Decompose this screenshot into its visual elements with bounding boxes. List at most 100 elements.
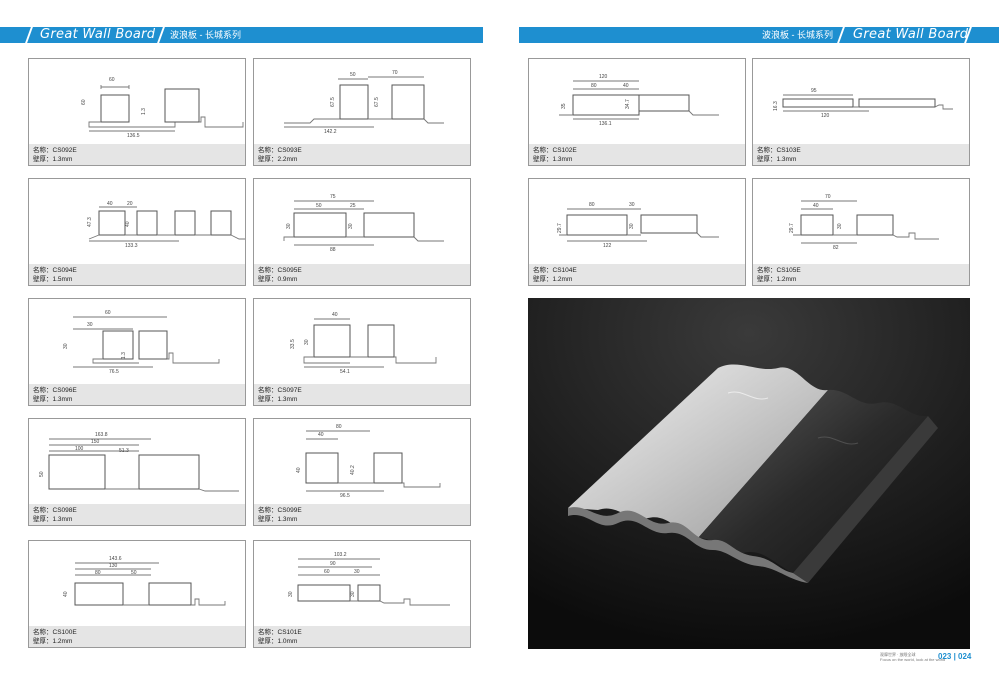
- product-panel-cs096e: 60 30 30 1.3 76.5 名称：CS096E 壁厚：1.3mm: [28, 298, 246, 406]
- dim-label: 88: [330, 247, 336, 253]
- dim-label: 130: [109, 563, 118, 569]
- dim-label: 40: [332, 312, 338, 318]
- product-panel-cs104e: 80 30 29.7 30 122 名称：CS104E 壁厚：1.2mm: [528, 178, 746, 286]
- product-panel-cs099e: 80 40 40 40.2 96.5 名称：CS099E 壁厚：1.3mm: [253, 418, 471, 526]
- product-thickness: 壁厚：1.0mm: [258, 638, 298, 645]
- product-panel-cs101e: 103.2 90 60 30 30 30 名称：CS101E 壁厚：1.0mm: [253, 540, 471, 648]
- product-thickness: 壁厚：1.3mm: [33, 396, 73, 403]
- product-thickness: 壁厚：1.3mm: [258, 516, 298, 523]
- dim-label: 34.7: [625, 99, 631, 109]
- dim-label: 20: [127, 201, 133, 207]
- product-caption: 名称：CS093E 壁厚：2.2mm: [254, 144, 470, 165]
- product-caption: 名称：CS098E 壁厚：1.3mm: [29, 504, 245, 525]
- dim-label: 30: [288, 591, 294, 597]
- dim-label: 40: [623, 83, 629, 89]
- product-name: 名称：CS098E: [33, 507, 77, 514]
- product-caption: 名称：CS094E 壁厚：1.5mm: [29, 264, 245, 285]
- dim-label: 30: [286, 223, 292, 229]
- product-thickness: 壁厚：0.9mm: [258, 276, 298, 283]
- dim-label: 96.5: [340, 493, 350, 499]
- product-panel-cs092e: 60 60 1.3 136.5 名称：CS092E 壁厚：1.3mm: [28, 58, 246, 166]
- product-panel-cs103e: 95 16.3 120 名称：CS103E 壁厚：1.3mm: [752, 58, 970, 166]
- product-caption: 名称：CS103E 壁厚：1.3mm: [753, 144, 969, 165]
- product-name: 名称：CS093E: [258, 147, 302, 154]
- profile-drawing: 75 50 25 30 30 88: [283, 194, 444, 253]
- dim-label: 142.2: [324, 129, 337, 135]
- dim-label: 60: [81, 99, 87, 105]
- dim-label: 120: [599, 74, 608, 80]
- profile-drawing: 60 30 30 1.3 76.5: [63, 310, 220, 375]
- dim-label: 25: [350, 203, 356, 209]
- dim-label: 30: [629, 202, 635, 208]
- header-band-right: [519, 27, 999, 43]
- dim-label: 30: [304, 339, 310, 345]
- dim-label: 60: [105, 310, 111, 316]
- brand-title-right: Great Wall Board: [853, 27, 969, 42]
- product-thickness: 壁厚：1.2mm: [757, 276, 797, 283]
- product-name: 名称：CS103E: [757, 147, 801, 154]
- product-thickness: 壁厚：1.3mm: [33, 516, 73, 523]
- dim-label: 1.3: [121, 352, 127, 359]
- dim-label: 70: [392, 70, 398, 76]
- dim-label: 67.5: [330, 97, 336, 107]
- dim-label: 50: [131, 570, 137, 576]
- footer-slogan-en: Focus on the world, look at the world: [880, 657, 946, 662]
- product-thickness: 壁厚：1.3mm: [33, 156, 73, 163]
- product-name: 名称：CS094E: [33, 267, 77, 274]
- product-caption: 名称：CS102E 壁厚：1.3mm: [529, 144, 745, 165]
- dim-label: 100: [75, 446, 84, 452]
- dim-label: 30: [348, 223, 354, 229]
- product-thickness: 壁厚：1.2mm: [533, 276, 573, 283]
- dim-label: 30: [837, 223, 843, 229]
- dim-label: 35: [561, 103, 567, 109]
- profile-drawing: 143.6 130 80 50 40: [63, 556, 226, 606]
- product-thickness: 壁厚：1.3mm: [757, 156, 797, 163]
- product-thickness: 壁厚：1.5mm: [33, 276, 73, 283]
- dim-label: 29.7: [789, 223, 795, 233]
- product-caption: 名称：CS092E 壁厚：1.3mm: [29, 144, 245, 165]
- product-panel-cs102e: 120 80 40 35 34.7 136.1 名称：CS102E 壁厚：1.3…: [528, 58, 746, 166]
- dim-label: 30: [354, 569, 360, 575]
- product-name: 名称：CS095E: [258, 267, 302, 274]
- dim-label: 120: [821, 113, 830, 119]
- dim-label: 70: [825, 194, 831, 200]
- product-name: 名称：CS097E: [258, 387, 302, 394]
- dim-label: 133.3: [125, 243, 138, 249]
- wave-board-illustration: [528, 298, 970, 649]
- dim-label: 30: [350, 591, 356, 597]
- dim-label: 29.7: [557, 223, 563, 233]
- product-caption: 名称：CS095E 壁厚：0.9mm: [254, 264, 470, 285]
- product-panel-cs098e: 163.8 150 100 51.3 50 名称：CS098E 壁厚：1.3mm: [28, 418, 246, 526]
- dim-label: 50: [39, 471, 45, 477]
- profile-drawing: 80 40 40 40.2 96.5: [296, 424, 441, 499]
- dim-label: 1.3: [141, 108, 147, 115]
- series-title-right: 波浪板 - 长城系列: [762, 30, 833, 40]
- dim-label: 143.6: [109, 556, 122, 562]
- dim-label: 30: [87, 322, 93, 328]
- profile-drawing: 103.2 90 60 30 30 30: [288, 552, 450, 606]
- dim-label: 122: [603, 243, 612, 249]
- dim-label: 80: [589, 202, 595, 208]
- profile-drawing: 40 33.5 30 54.1: [290, 312, 437, 375]
- product-caption: 名称：CS096E 壁厚：1.3mm: [29, 384, 245, 405]
- product-thickness: 壁厚：1.3mm: [258, 396, 298, 403]
- dim-label: 95: [811, 88, 817, 94]
- product-name: 名称：CS104E: [533, 267, 577, 274]
- dim-label: 47.3: [87, 217, 93, 227]
- dim-label: 150: [91, 439, 100, 445]
- dim-label: 40: [107, 201, 113, 207]
- dim-label: 33.5: [290, 339, 296, 349]
- dim-label: 90: [330, 561, 336, 567]
- dim-label: 40: [63, 591, 69, 597]
- product-panel-cs094e: 40 20 47.3 40 133.3 名称：CS094E 壁厚：1.5mm: [28, 178, 246, 286]
- product-panel-cs097e: 40 33.5 30 54.1 名称：CS097E 壁厚：1.3mm: [253, 298, 471, 406]
- product-caption: 名称：CS097E 壁厚：1.3mm: [254, 384, 470, 405]
- product-name: 名称：CS092E: [33, 147, 77, 154]
- dim-label: 76.5: [109, 369, 119, 375]
- dim-label: 136.1: [599, 121, 612, 127]
- footer-slogan-cn: 观摩世界 · 放眼全球: [880, 652, 916, 657]
- page-numbers: 023 | 024: [938, 652, 972, 661]
- dim-label: 80: [95, 570, 101, 576]
- brand-title-left: Great Wall Board: [40, 27, 156, 42]
- product-photo: [528, 298, 970, 649]
